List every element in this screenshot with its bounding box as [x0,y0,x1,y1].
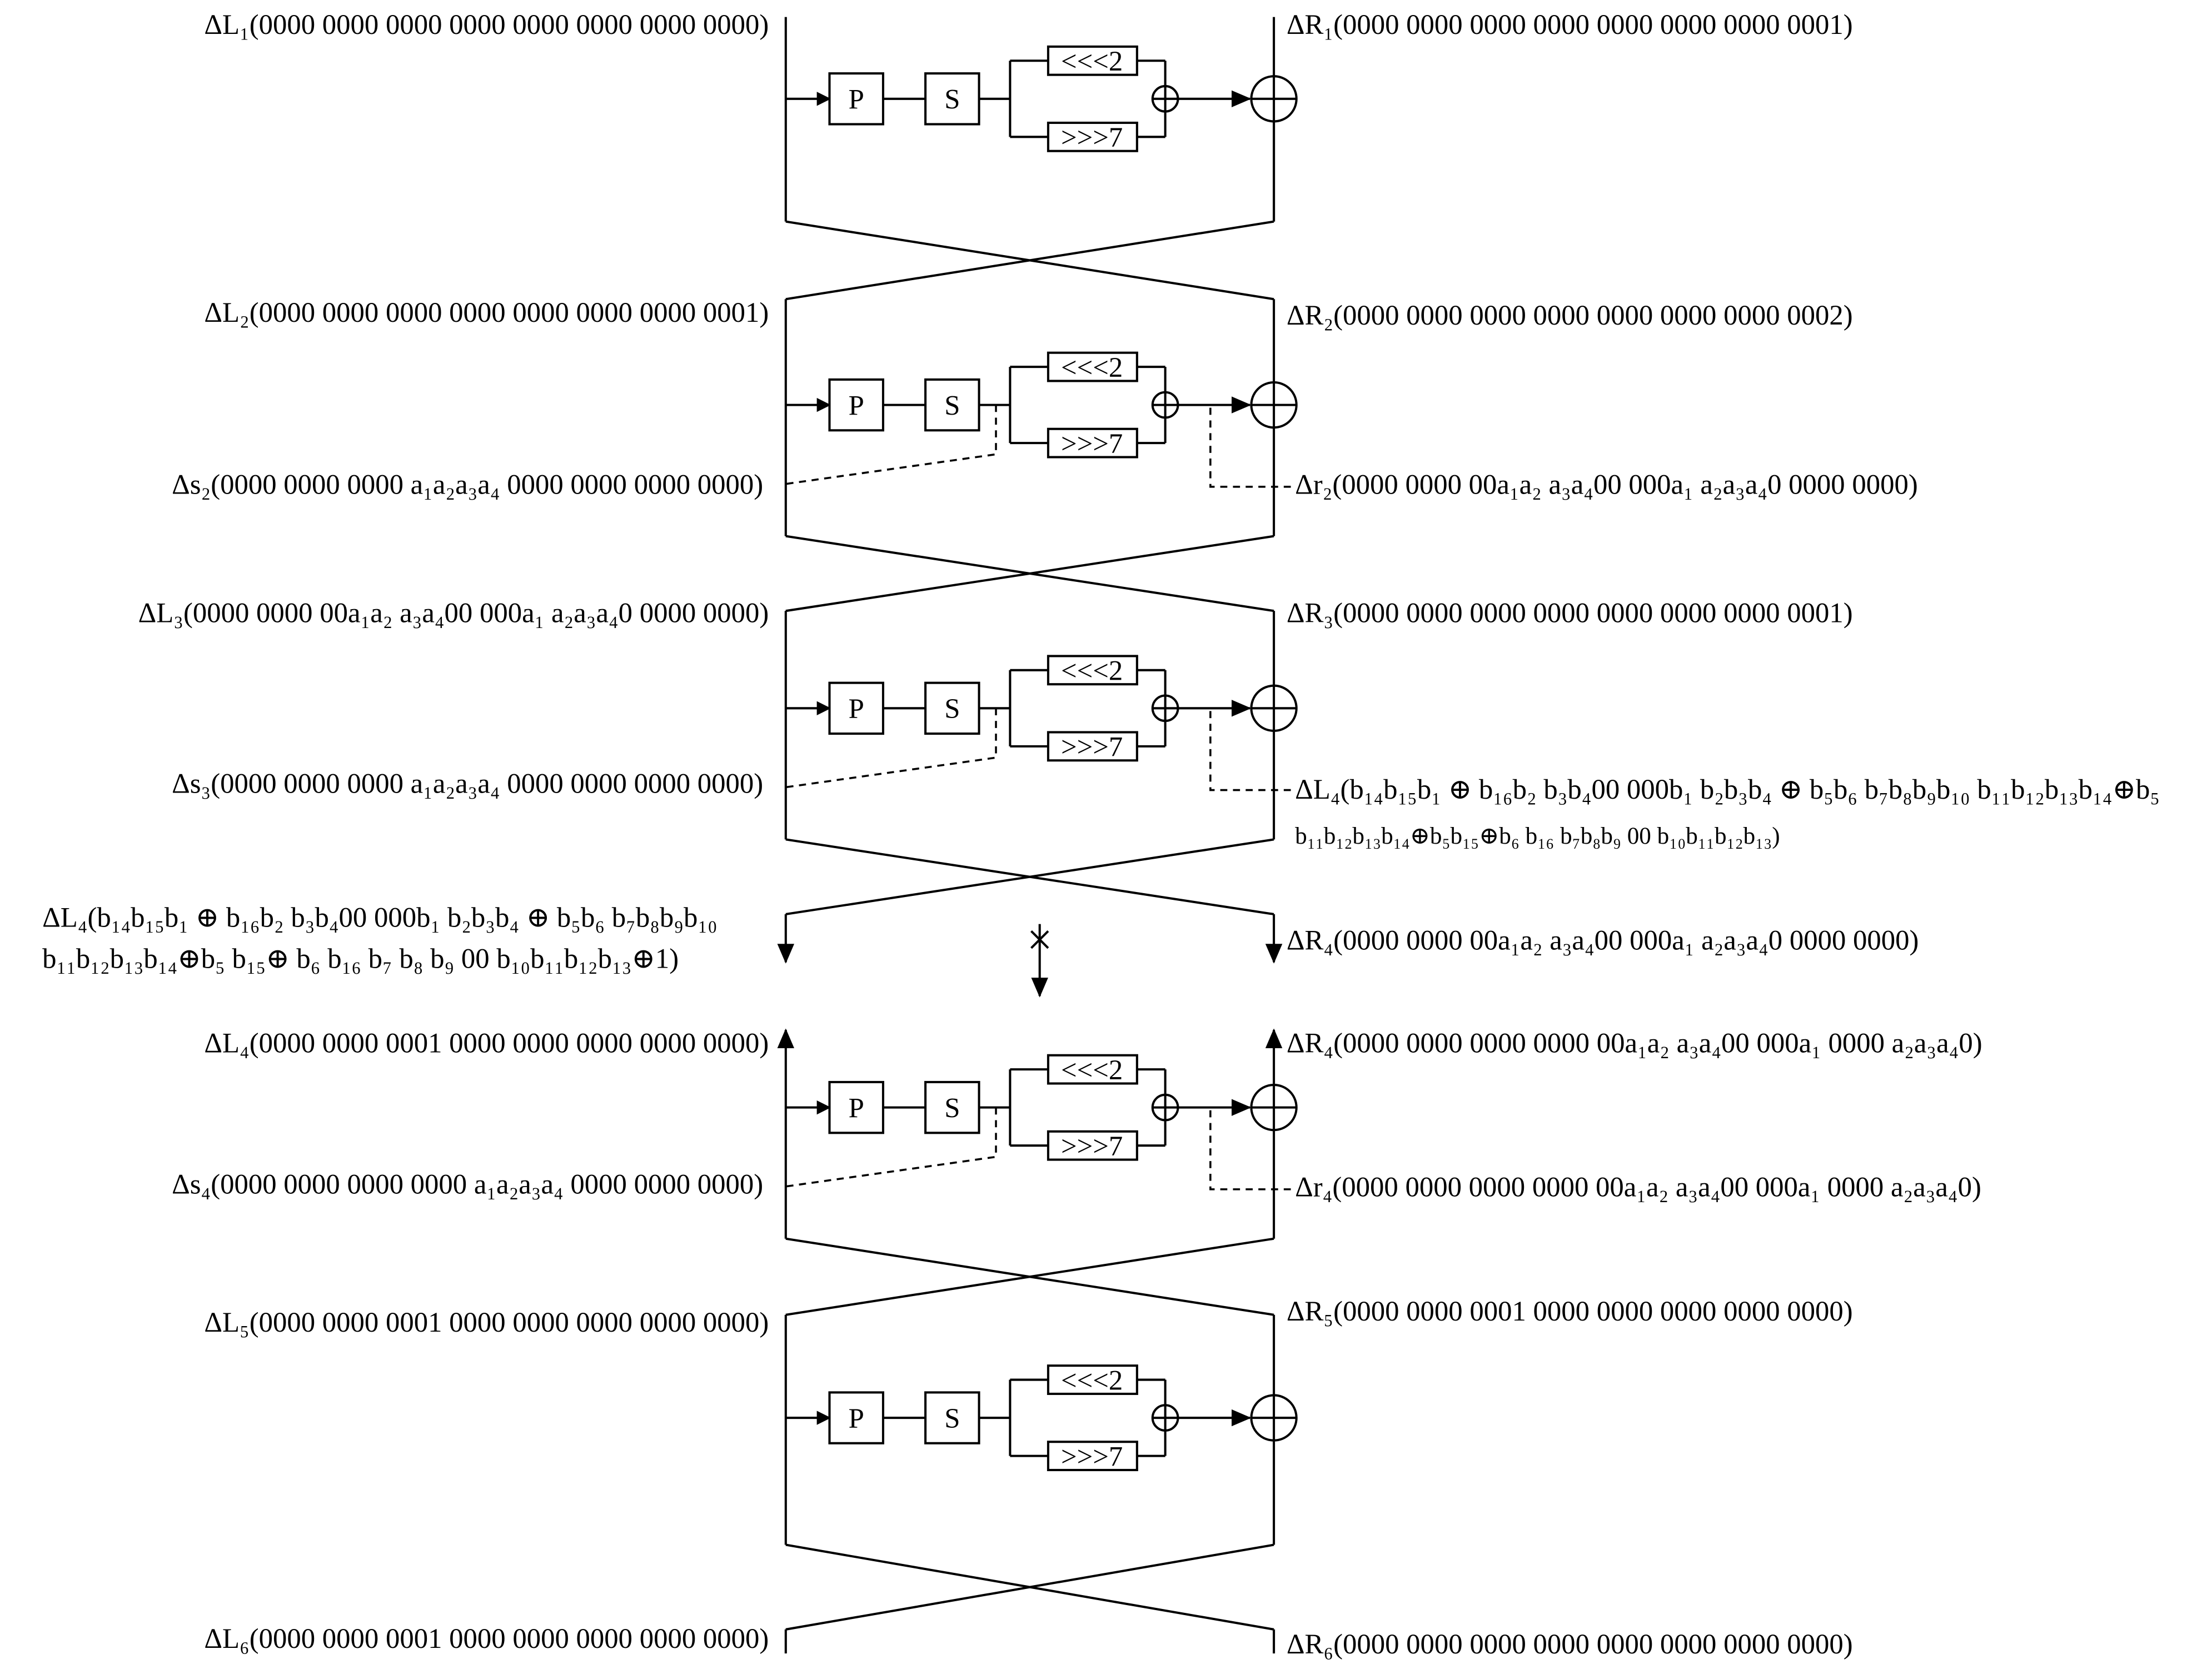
label-delta-R4-top: ΔR₄(0000 0000 00a₁a₂ a₃a₄00 000a₁ a₂a₃a₄… [1287,924,1919,955]
cross-mark-icon [1030,930,1049,949]
label-delta-r2: Δr₂(0000 0000 00a₁a₂ a₃a₄00 000a₁ a₂a₃a₄… [1295,469,1918,500]
s-box-label: S [944,693,960,724]
label-delta-L5: ΔL₅(0000 0000 0001 0000 0000 0000 0000 0… [204,1307,769,1338]
p-box [828,378,884,432]
p-box-label: P [849,693,864,724]
label-delta-R3: ΔR₃(0000 0000 0000 0000 0000 0000 0000 0… [1287,597,1853,628]
dashed-probe-r [1209,711,1291,791]
rotate-left-box [1047,1364,1138,1395]
rotate-right-label: >>>7 [1061,1130,1123,1162]
cross-wire [785,838,1274,915]
rotate-left-box [1047,1054,1138,1085]
dashed-probe-r [1209,407,1291,488]
p-box [828,1391,884,1444]
rotate-left-label: <<<2 [1061,1054,1123,1085]
dashed-probe-s [785,405,997,485]
labels: ΔL₁(0000 0000 0000 0000 0000 0000 0000 0… [42,9,2160,1660]
label-delta-R1: ΔR₁(0000 0000 0000 0000 0000 0000 0000 0… [1287,9,1853,40]
label-delta-R5: ΔR₅(0000 0000 0001 0000 0000 0000 0000 0… [1287,1296,1853,1327]
s-box-label: S [944,1403,960,1434]
rotate-left-label: <<<2 [1061,352,1123,383]
label-delta-L3: ΔL₃(0000 0000 00a₁a₂ a₃a₄00 000a₁ a₂a₃a₄… [138,597,769,628]
label-delta-R4: ΔR₄(0000 0000 0000 0000 00a₁a₂ a₃a₄00 00… [1287,1028,1982,1059]
s-box-label: S [944,1092,960,1123]
rotate-right-label: >>>7 [1061,1441,1123,1472]
rotate-left-label: <<<2 [1061,655,1123,686]
rotate-right-box [1047,121,1138,152]
rotate-left-box [1047,45,1138,76]
p-box-label: P [849,1092,864,1123]
p-box-label: P [849,1403,864,1434]
label-delta-L4-left-line1: ΔL₄(b₁₄b₁₅b₁ ⊕ b₁₆b₂ b₃b₄00 000b₁ b₂b₃b₄… [42,902,718,933]
label-delta-s4: Δs₄(0000 0000 0000 0000 a₁a₂a₃a₄ 0000 00… [172,1168,763,1199]
s-box-label: S [944,390,960,421]
rotate-left-label: <<<2 [1061,1364,1123,1396]
p-box-label: P [849,390,864,421]
cross-wire [785,220,1274,301]
label-delta-R2: ΔR₂(0000 0000 0000 0000 0000 0000 0000 0… [1287,300,1853,331]
dashed-probe-s [785,708,997,789]
label-delta-r4: Δr₄(0000 0000 0000 0000 00a₁a₂ a₃a₄00 00… [1295,1172,1981,1203]
rotate-left-box [1047,655,1138,686]
rotate-right-box [1047,1441,1138,1472]
label-delta-s3: Δs₃(0000 0000 0000 a₁a₂a₃a₄ 0000 0000 00… [172,768,763,799]
label-delta-L4-right-line2: b₁₁b₁₂b₁₃b₁₄⊕b₅b₁₅⊕b₆ b₁₆ b₇b₈b₉ 00 b₁₀b… [1295,823,1780,849]
rotate-left-label: <<<2 [1061,46,1123,77]
rotate-right-label: >>>7 [1061,428,1123,459]
cross-wire [785,1237,1274,1316]
rotate-right-label: >>>7 [1061,122,1123,153]
dashed-probe-r [1209,1110,1291,1190]
p-box-label: P [849,84,864,115]
label-delta-L6: ΔL₆(0000 0000 0001 0000 0000 0000 0000 0… [204,1623,769,1654]
cross-wire [785,1543,1274,1631]
rotate-left-box [1047,351,1138,382]
dashed-probe-s [785,1107,997,1188]
label-delta-L4-left-line2: b₁₁b₁₂b₁₃b₁₄⊕b₅ b₁₅⊕ b₆ b₁₆ b₇ b₈ b₉ 00 … [42,943,679,974]
rotate-right-label: >>>7 [1061,731,1123,763]
label-delta-R6: ΔR₆(0000 0000 0000 0000 0000 0000 0000 0… [1287,1628,1853,1660]
label-delta-L4: ΔL₄(0000 0000 0001 0000 0000 0000 0000 0… [204,1028,769,1059]
cross-wire [785,535,1274,612]
label-delta-s2: Δs₂(0000 0000 0000 a₁a₂a₃a₄ 0000 0000 00… [172,469,763,500]
s-box-label: S [944,84,960,115]
p-box [828,681,884,735]
label-delta-L4-right-line1: ΔL₄(b₁₄b₁₅b₁ ⊕ b₁₆b₂ b₃b₄00 000b₁ b₂b₃b₄… [1295,774,2160,805]
label-delta-L2: ΔL₂(0000 0000 0000 0000 0000 0000 0000 0… [204,297,769,328]
label-delta-L1: ΔL₁(0000 0000 0000 0000 0000 0000 0000 0… [204,9,769,40]
